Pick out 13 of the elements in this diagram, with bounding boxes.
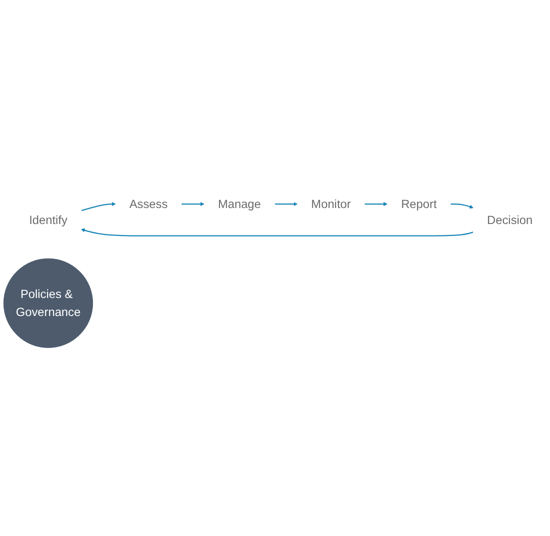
arrow [450,204,474,209]
node-text: Manage [218,196,261,211]
arrow [364,202,388,206]
node-circle: Policies & Governance [3,258,94,348]
node-text: Assess [129,196,168,211]
arrow [274,202,298,206]
node-text: Report [401,196,437,211]
arrow [80,228,474,236]
node-text: Identify [29,212,68,227]
arrow [80,202,116,212]
node-text: Decision [487,212,533,227]
arrow [181,202,204,206]
node-text: Monitor [311,196,351,211]
